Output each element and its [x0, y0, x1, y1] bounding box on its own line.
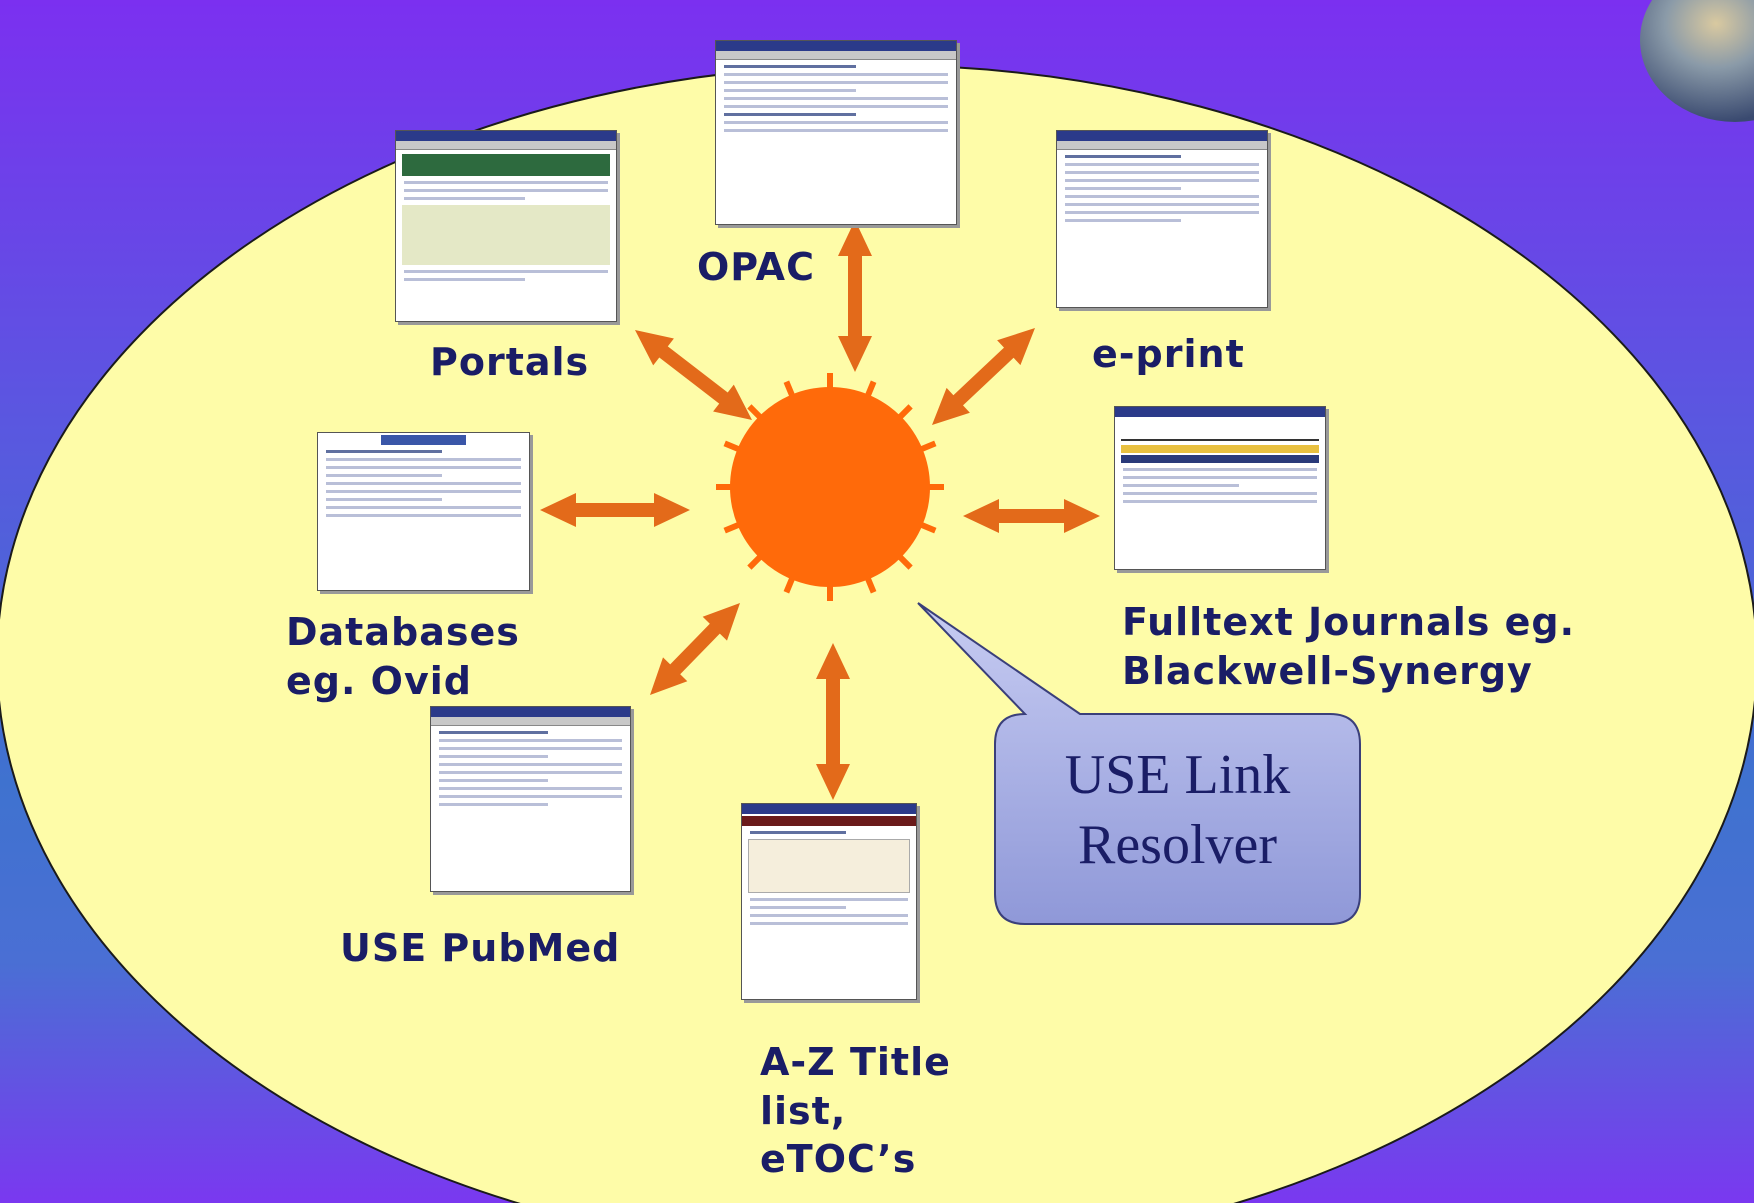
sun-hub-icon — [730, 387, 930, 587]
sun-ray — [747, 554, 763, 570]
databases-label-line1: Databases — [286, 610, 520, 654]
databases-screenshot — [317, 432, 530, 591]
eprint-label: e-print — [1092, 332, 1245, 376]
azlist-label-line1: A-Z Title — [760, 1040, 951, 1084]
azlist-label: A-Z Title list, eTOC’s — [760, 1038, 951, 1184]
sun-ray — [897, 404, 913, 420]
fulltext-label: Fulltext Journals eg. Blackwell-Synergy — [1122, 598, 1575, 697]
pubmed-screenshot — [430, 706, 631, 892]
sun-ray — [723, 521, 741, 534]
arrow-portals — [635, 330, 752, 420]
fulltext-label-line2: Blackwell-Synergy — [1122, 649, 1533, 694]
callout-line1: USE Link — [1064, 744, 1291, 806]
callout-line2: Resolver — [1077, 814, 1278, 876]
databases-label: Databases eg. Ovid — [286, 608, 520, 707]
sun-ray — [783, 576, 796, 594]
callout-text: USE Link Resolver — [995, 740, 1360, 880]
azlist-screenshot — [741, 803, 917, 1000]
fulltext-screenshot — [1114, 406, 1326, 570]
databases-label-line2: eg. Ovid — [286, 659, 472, 704]
arrow-eprint — [932, 328, 1035, 425]
eprint-screenshot — [1056, 130, 1268, 308]
portals-label: Portals — [430, 340, 590, 384]
opac-screenshot — [715, 40, 957, 225]
sun-ray — [864, 380, 877, 398]
pubmed-label: USE PubMed — [340, 926, 621, 970]
azlist-label-line2: list, — [760, 1088, 847, 1133]
arrow-pubmed — [650, 603, 740, 695]
azlist-label-line3: eTOC’s — [760, 1137, 917, 1182]
opac-label: OPAC — [697, 245, 815, 289]
callout-bubble — [917, 602, 1361, 925]
fulltext-label-line1: Fulltext Journals eg. — [1122, 600, 1576, 644]
arrow-azlist — [816, 643, 850, 800]
arrow-fulltext — [963, 499, 1100, 533]
sun-ray — [919, 521, 937, 534]
sun-ray — [864, 576, 877, 594]
sun-ray — [747, 404, 763, 420]
portals-screenshot — [395, 130, 617, 322]
globe-icon — [1640, 0, 1754, 122]
sun-ray — [723, 440, 741, 453]
sun-ray — [897, 554, 913, 570]
sun-ray — [783, 380, 796, 398]
sun-ray — [919, 440, 937, 453]
arrows-group — [540, 220, 1100, 800]
arrow-opac — [838, 220, 872, 372]
arrow-databases — [540, 493, 690, 527]
